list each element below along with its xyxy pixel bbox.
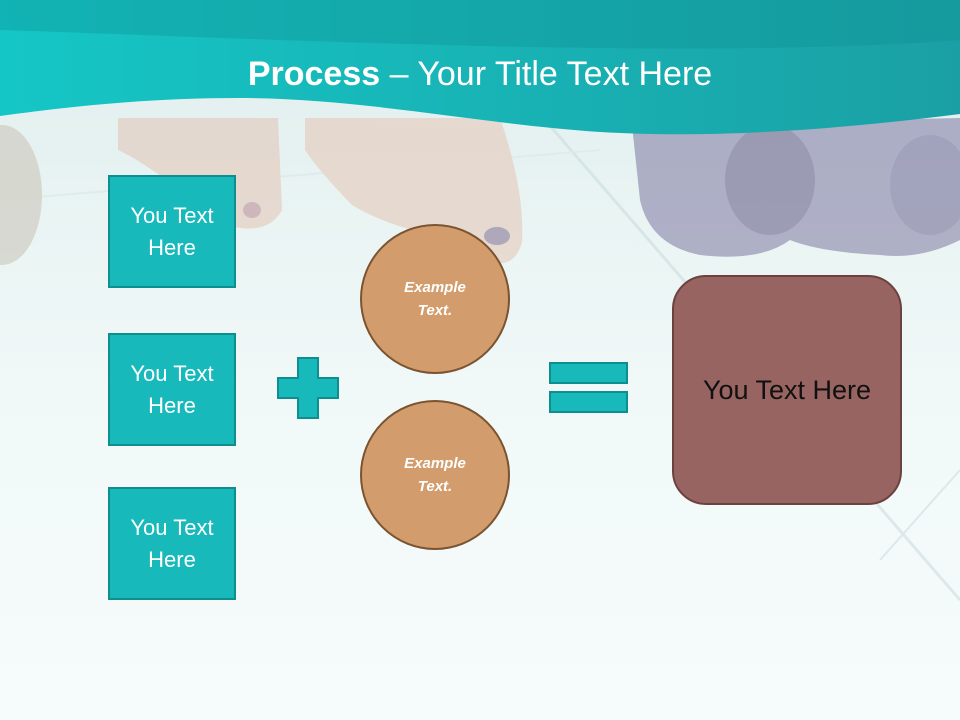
input-box-2: You Text Here — [108, 333, 236, 446]
slide-title: Process – Your Title Text Here — [0, 52, 960, 96]
title-bold: Process — [247, 55, 381, 93]
input-box-3: You Text Here — [108, 487, 236, 600]
title-rest: – Your Title Text Here — [380, 55, 713, 93]
header-band — [0, 0, 960, 135]
example-circle-2: Example Text. — [360, 400, 510, 550]
example-circle-1: Example Text. — [360, 224, 510, 374]
plus-icon — [277, 357, 339, 419]
result-box: You Text Here — [672, 275, 902, 505]
equals-icon — [549, 362, 628, 413]
input-box-1: You Text Here — [108, 175, 236, 288]
